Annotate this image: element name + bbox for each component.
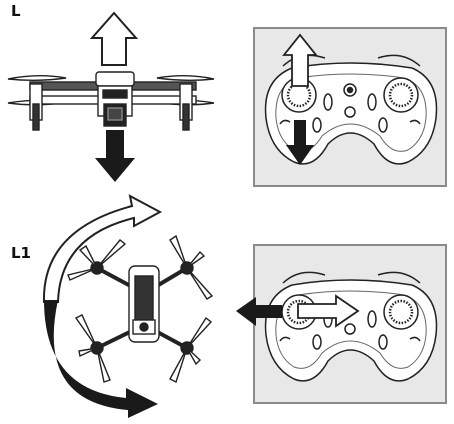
right-arrow-icon — [297, 294, 360, 328]
step-label-l: L — [11, 2, 21, 20]
down-arrow-icon — [286, 120, 314, 165]
remote-controller-icon — [264, 54, 438, 165]
controller-panel-bottom — [253, 244, 447, 404]
drone-side-icon — [7, 71, 215, 131]
up-arrow-icon — [282, 33, 318, 87]
rotate-arrow-icon — [44, 300, 158, 418]
controller-panel-top — [253, 27, 447, 187]
left-arrow-icon — [236, 297, 282, 326]
up-arrow-icon — [89, 11, 139, 66]
step-label-l1: L1 — [11, 244, 31, 262]
drone-top-icon — [67, 234, 214, 383]
rotate-arrow-icon — [42, 194, 163, 303]
down-arrow-icon — [95, 130, 135, 182]
